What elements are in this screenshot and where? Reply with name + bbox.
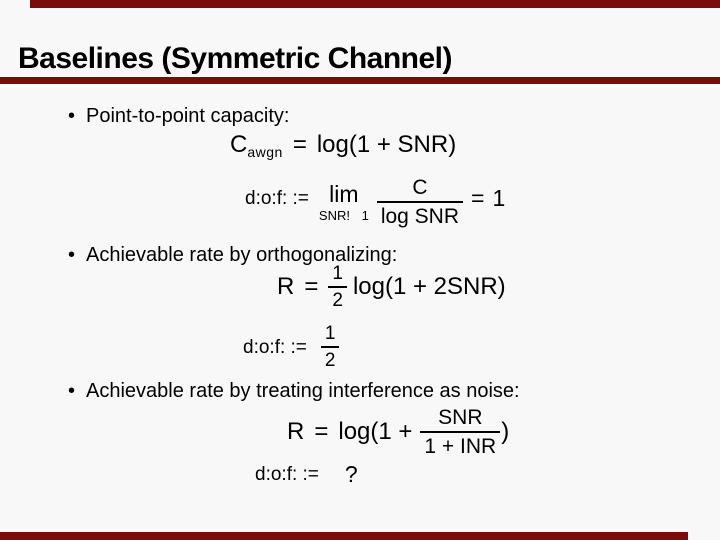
rate-expression: log(1 + 2SNR): [352, 273, 506, 300]
fraction-numerator: 1: [324, 323, 336, 344]
formula-rate-interference: R = log(1 + SNR 1 + INR ): [287, 404, 509, 460]
capacity-expression: log(1 + SNR): [316, 131, 457, 158]
fraction-numerator: SNR: [438, 406, 483, 429]
fraction-denominator: 1 + INR: [420, 431, 501, 457]
dof-lhs: d:o:f: :=: [243, 336, 307, 358]
fraction-numerator: 1: [332, 263, 343, 284]
fraction: SNR 1 + INR: [420, 406, 501, 457]
fraction-denominator: 2: [328, 286, 347, 310]
equals-sign: =: [314, 418, 329, 445]
rate-expression-open: log(1 +: [338, 418, 413, 445]
formula-rate-orthogonal: R = 1 2 log(1 + 2SNR): [277, 262, 506, 312]
rate-symbol: R: [277, 273, 295, 300]
rate-symbol: R: [287, 418, 305, 445]
bullet-label: Achievable rate by treating interference…: [86, 380, 520, 402]
rate-expression-close: ): [501, 418, 510, 445]
capacity-subscript: awgn: [247, 144, 283, 160]
bullet-point-capacity: • Point-to-point capacity:: [68, 104, 289, 128]
formula-capacity: Cawgn = log(1 + SNR): [230, 131, 457, 160]
equals-sign: =: [471, 184, 485, 211]
limit-block: lim SNR! 1: [318, 180, 369, 223]
dof-value: ?: [344, 461, 358, 487]
bullet-label: Point-to-point capacity:: [86, 105, 290, 127]
top-accent-bar: [30, 0, 720, 8]
slide-title: Baselines (Symmetric Channel): [18, 42, 453, 76]
equals-sign: =: [292, 131, 307, 158]
bullet-icon: •: [68, 244, 76, 266]
fraction: 1 2: [320, 323, 340, 370]
formula-dof-capacity: d:o:f: := lim SNR! 1 C log SNR = 1: [245, 174, 505, 230]
fraction-denominator: log SNR: [376, 201, 464, 227]
formula-dof-orthogonal: d:o:f: := 1 2: [243, 322, 340, 372]
fraction-denominator: 2: [320, 346, 340, 370]
equals-sign: =: [304, 273, 319, 300]
bottom-accent-bar: [0, 532, 688, 540]
bullet-point-interference: • Achievable rate by treating interferen…: [68, 379, 520, 403]
dof-lhs: d:o:f: :=: [255, 464, 319, 485]
bullet-label: Achievable rate by orthogonalizing:: [86, 244, 398, 266]
bullet-point-orthogonalizing: • Achievable rate by orthogonalizing:: [68, 243, 397, 267]
fraction: 1 2: [328, 264, 347, 310]
dof-value: 1: [492, 184, 506, 211]
fraction-numerator: C: [412, 176, 428, 199]
title-underline: [0, 77, 720, 84]
bullet-icon: •: [68, 380, 76, 402]
capacity-symbol: Cawgn: [230, 131, 283, 160]
dof-lhs: d:o:f: :=: [245, 187, 309, 209]
limit-subscript: SNR! 1: [318, 207, 369, 223]
limit-operator: lim: [329, 180, 359, 207]
bullet-icon: •: [68, 105, 76, 127]
formula-dof-interference: d:o:f: := ?: [255, 463, 358, 486]
fraction: C log SNR: [376, 176, 464, 227]
